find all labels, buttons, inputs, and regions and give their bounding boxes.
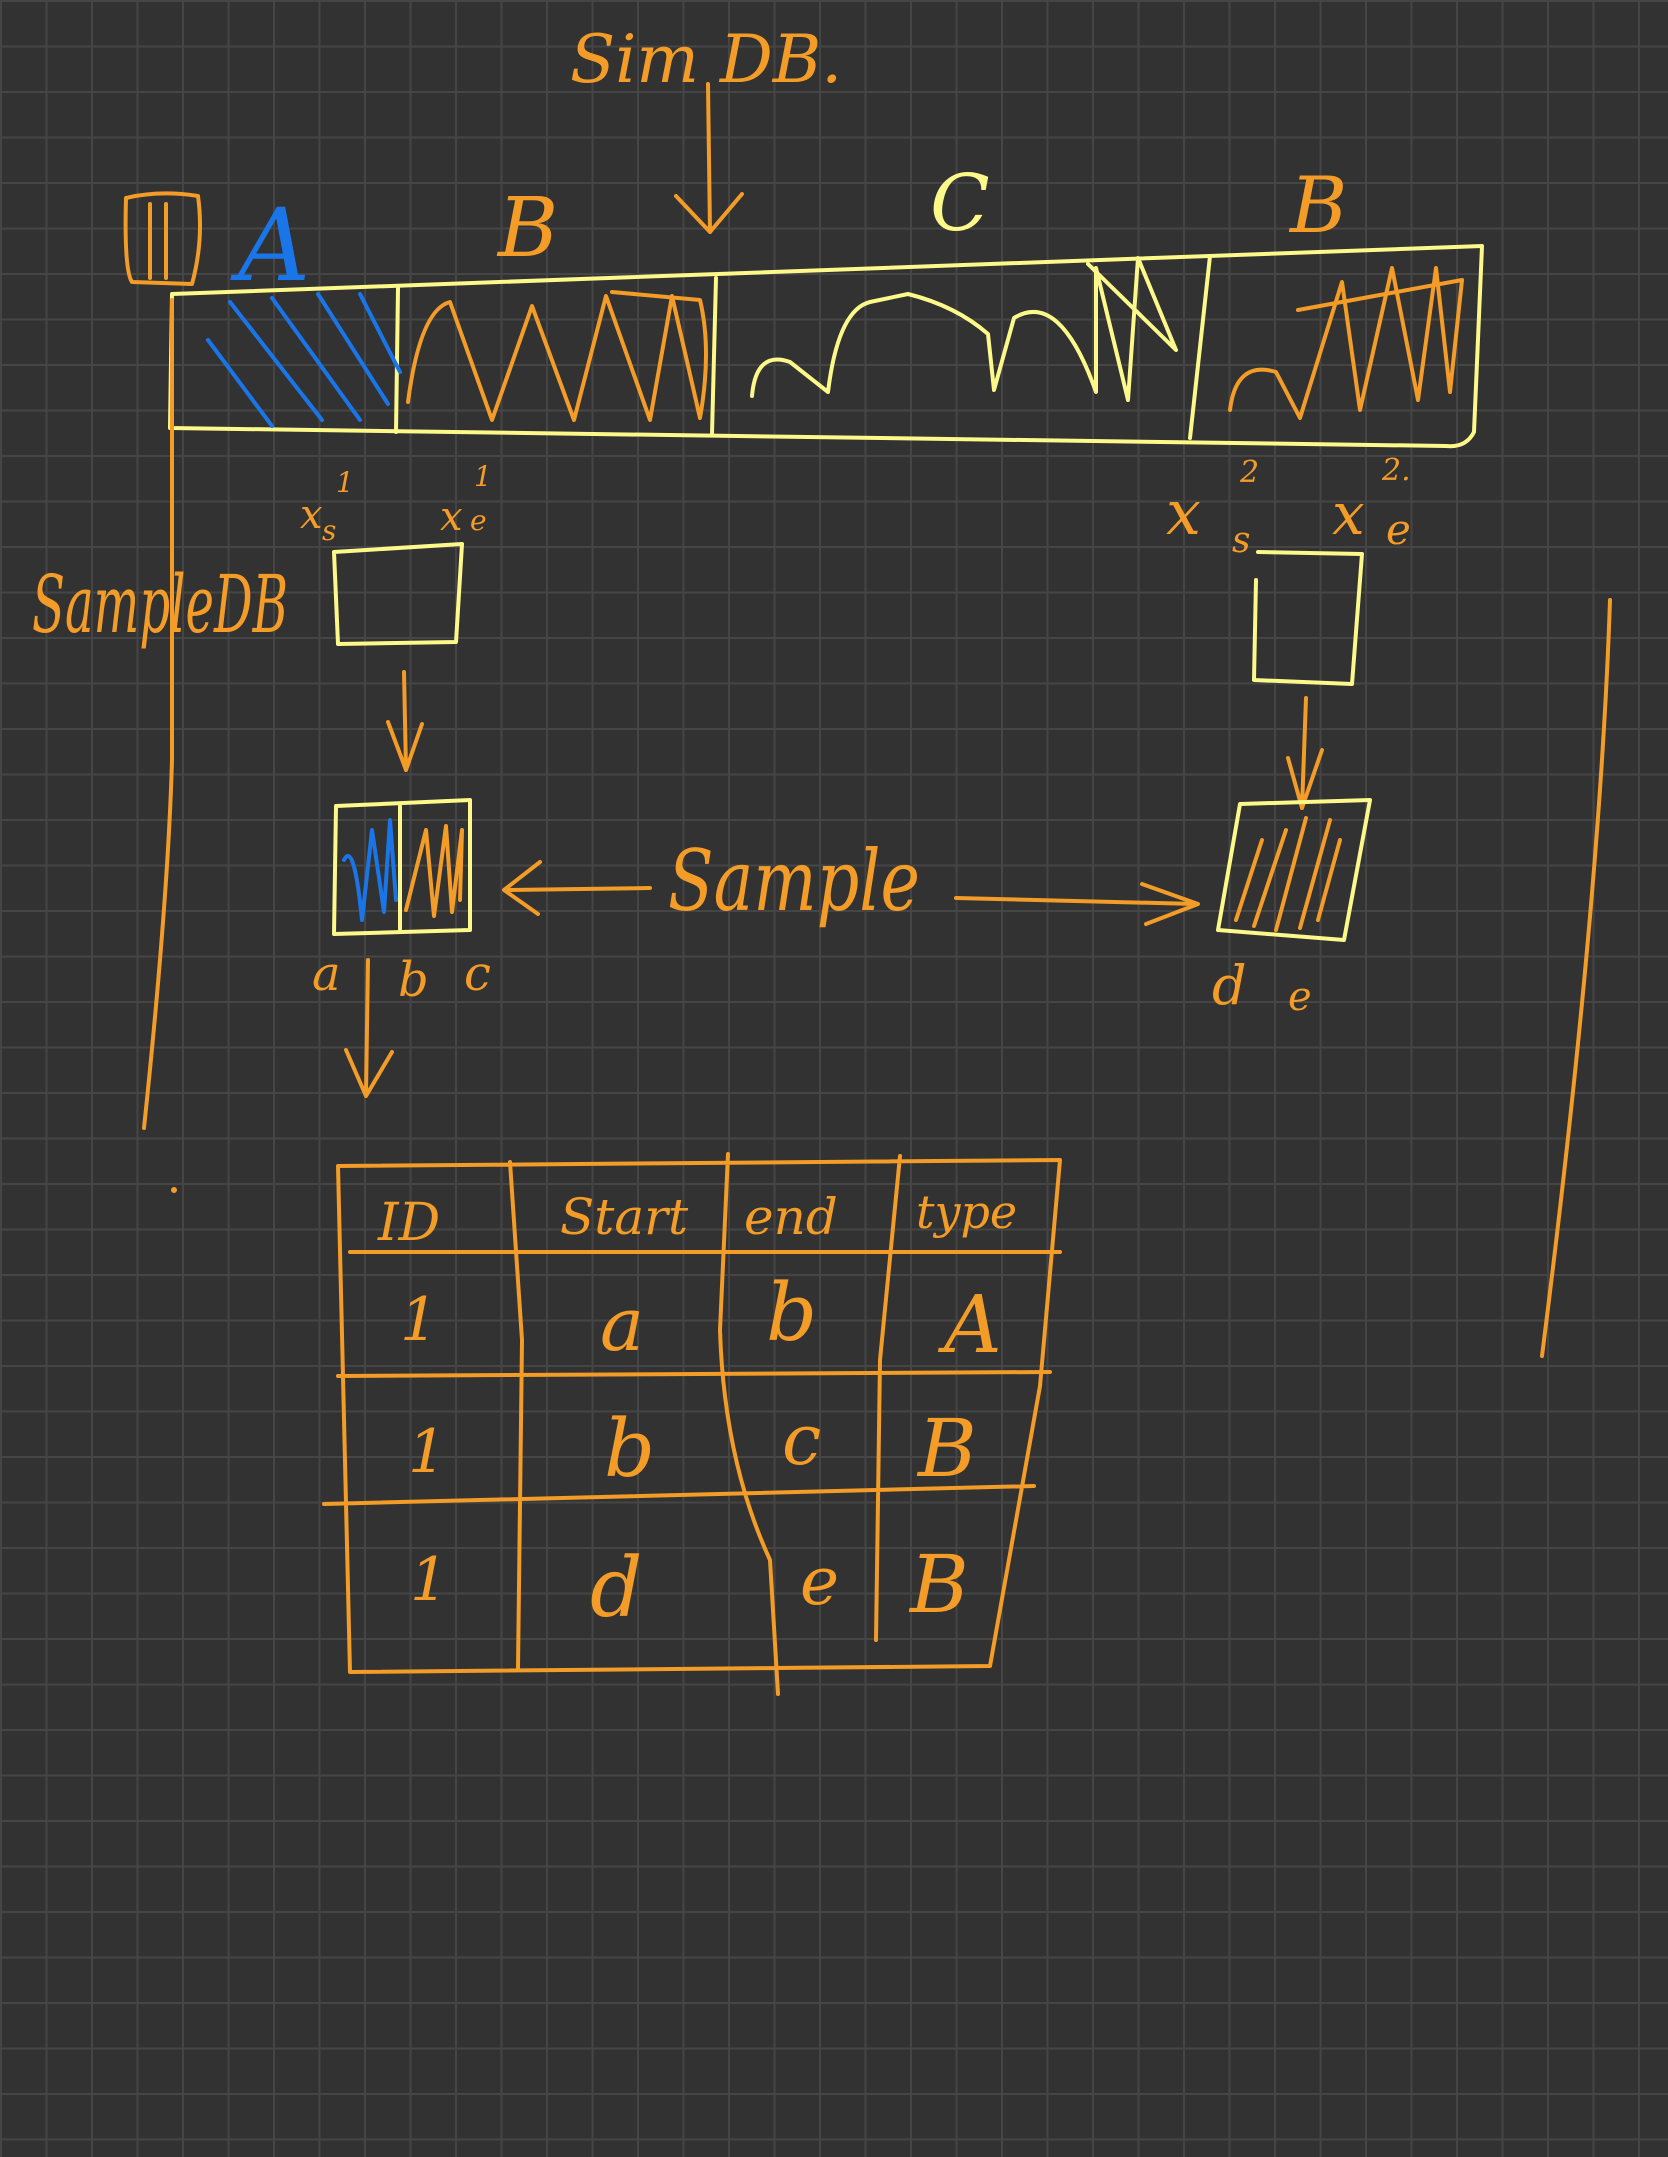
coord-xs1: x s 1 bbox=[300, 466, 354, 547]
table-cell-r2-end: c bbox=[782, 1399, 821, 1481]
arrow-left-box-down bbox=[386, 670, 424, 772]
coord-xe1: x e 1 bbox=[440, 460, 492, 540]
point-e: e bbox=[1288, 974, 1312, 1020]
arrow-right-box-down bbox=[1286, 696, 1324, 810]
sample-block-left bbox=[332, 798, 472, 936]
point-a: a bbox=[312, 946, 341, 1002]
sample-box-right bbox=[1252, 550, 1364, 686]
sim-db-arrow bbox=[674, 82, 744, 234]
sample-arrow-left bbox=[502, 860, 652, 916]
coord-xe2-sup: 2. bbox=[1381, 453, 1411, 488]
coord-xe1-sup: 1 bbox=[474, 460, 492, 493]
segment-b2-zigzag bbox=[1228, 266, 1464, 420]
coord-xe2: x e 2. bbox=[1332, 453, 1411, 554]
coord-xe2-x: x bbox=[1332, 480, 1365, 548]
table-cell-r2-id: 1 bbox=[408, 1417, 446, 1487]
sample-block-left-blue bbox=[342, 818, 398, 922]
coord-xs2-sub: s bbox=[1232, 520, 1250, 561]
coord-xe1-x: x bbox=[440, 494, 463, 540]
coord-xs1-sub: s bbox=[322, 514, 336, 547]
table-cell-r3-id: 1 bbox=[410, 1545, 448, 1615]
point-b: b bbox=[398, 952, 429, 1008]
point-d: d bbox=[1212, 954, 1247, 1017]
sample-block-left-orange bbox=[404, 824, 464, 918]
arrow-to-table bbox=[344, 958, 394, 1098]
right-vertical-line bbox=[1540, 598, 1612, 1358]
sample-block-left-outline bbox=[332, 798, 472, 936]
stray-dot bbox=[171, 1187, 177, 1193]
table-cell-r3-type: B bbox=[908, 1538, 969, 1631]
table-header-end: end bbox=[744, 1188, 838, 1246]
segment-a-hatch bbox=[206, 292, 402, 428]
sample-block-right bbox=[1216, 798, 1372, 942]
sample-label: Sample bbox=[668, 832, 920, 930]
coord-xs1-x: x bbox=[300, 492, 323, 538]
table-header-start: Start bbox=[560, 1188, 689, 1246]
table-cell-r1-type: A bbox=[937, 1278, 1002, 1371]
sim-db-bar bbox=[168, 244, 1484, 449]
bar-divider-1 bbox=[394, 286, 400, 434]
segment-c-zigzag bbox=[750, 256, 1178, 402]
coord-xs2-x: x bbox=[1166, 476, 1201, 549]
table-cell-r2-start: b bbox=[604, 1402, 655, 1495]
segment-label-a: A bbox=[230, 187, 310, 304]
bar-outline bbox=[168, 244, 1484, 449]
left-vertical-line bbox=[142, 298, 174, 1130]
coord-xs2-sup: 2 bbox=[1239, 455, 1259, 490]
coord-xe1-sub: e bbox=[470, 504, 487, 537]
bar-divider-3 bbox=[1188, 254, 1212, 440]
sample-block-right-hatch bbox=[1234, 816, 1342, 932]
coord-xe2-sub: e bbox=[1386, 505, 1411, 554]
result-table: ID Start end type 1 a b A 1 b c B 1 d e … bbox=[322, 1152, 1062, 1696]
table-cell-r1-end: b bbox=[766, 1266, 817, 1359]
table-cell-r2-type: B bbox=[916, 1402, 977, 1495]
sample-arrow-right bbox=[954, 882, 1200, 926]
segment-label-b1: B bbox=[496, 181, 558, 276]
segment-label-b2: B bbox=[1288, 161, 1347, 251]
segment-b-zigzag bbox=[406, 290, 708, 422]
sample-box-left bbox=[332, 542, 464, 646]
point-c: c bbox=[464, 946, 491, 1002]
sample-block-right-outline bbox=[1216, 798, 1372, 942]
table-cell-r3-end: e bbox=[800, 1543, 839, 1620]
table-header-id: ID bbox=[377, 1193, 440, 1253]
coord-xs1-sup: 1 bbox=[336, 466, 354, 499]
bar-divider-2 bbox=[710, 276, 718, 436]
sample-db-label: SampleDB bbox=[32, 558, 288, 651]
coord-xs2: x s 2 bbox=[1166, 455, 1259, 561]
segment-label-c: C bbox=[930, 159, 990, 249]
table-header-type: type bbox=[916, 1185, 1017, 1239]
id-mark-box bbox=[123, 191, 202, 286]
table-cell-r3-start: d bbox=[590, 1541, 643, 1636]
table-cell-r1-id: 1 bbox=[400, 1285, 438, 1355]
table-grid bbox=[322, 1152, 1062, 1696]
table-cell-r1-start: a bbox=[600, 1282, 644, 1368]
